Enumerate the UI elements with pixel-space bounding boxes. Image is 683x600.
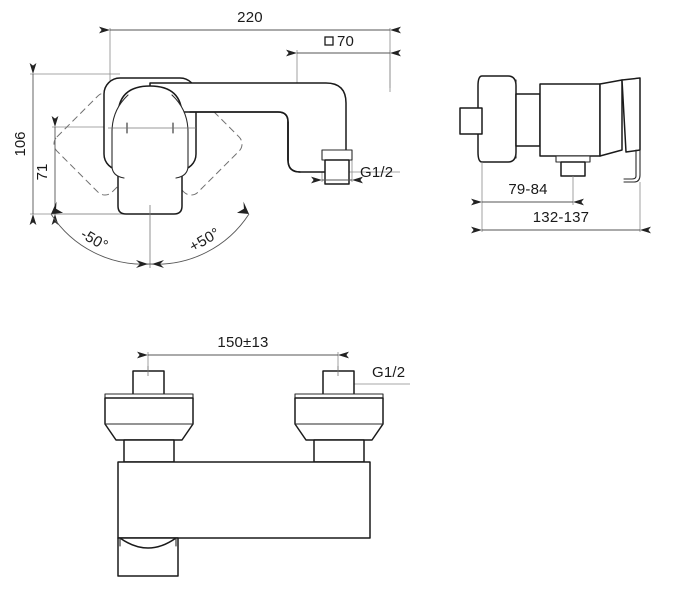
lever-handle-front <box>117 85 183 215</box>
cartridge-cap-side <box>599 79 623 157</box>
dimension-label-71: 71 <box>34 164 51 181</box>
outlet-housing-bottom <box>117 537 179 577</box>
dimension-total-depth-132-137: 132-137 <box>471 209 651 234</box>
front-view-group: 220 70 106 71 <box>12 9 401 268</box>
mixer-body-side <box>539 83 601 157</box>
dimension-spout-projection-70: 70 <box>286 33 401 57</box>
lever-handle-tail-inner <box>623 149 637 180</box>
dimension-label-g12-bottom: G1/2 <box>372 364 405 381</box>
dimension-body-depth-79-84: 79-84 <box>471 181 584 206</box>
arrow-arc-left <box>51 201 64 214</box>
arc-rotation-left <box>50 213 151 265</box>
eccentric-connector-left <box>104 397 194 441</box>
dimension-height-71: 71 <box>34 116 59 225</box>
dimension-label-220: 220 <box>237 9 263 26</box>
arc-rotation-right <box>149 213 250 265</box>
dimension-label-g12-front: G1/2 <box>360 164 393 181</box>
spout-arm-inner-edge <box>189 111 289 161</box>
mixer-body-bottom <box>117 461 371 539</box>
side-view-group: 79-84 132-137 <box>459 75 651 234</box>
bottom-extension-lines <box>147 352 410 385</box>
inlet-thread-left <box>132 370 165 396</box>
inlet-shank-right <box>313 439 365 463</box>
dimension-label-79-84: 79-84 <box>508 181 547 198</box>
dimension-outlet-thread-front: G1/2 <box>311 164 393 184</box>
arrow-center-left <box>136 260 148 268</box>
outlet-collar <box>321 149 353 161</box>
outlet-connector-front <box>321 149 353 185</box>
outlet-nipple-side <box>560 161 586 177</box>
handle-right-shade <box>171 94 189 179</box>
inlet-thread-right <box>322 370 355 396</box>
dimension-label-132-137: 132-137 <box>533 209 589 226</box>
dimension-label-angle-plus: +50° <box>187 225 223 256</box>
spout-block-edge <box>287 121 301 173</box>
arrow-arc-right <box>236 201 249 214</box>
body-neck-side <box>515 93 541 147</box>
inlet-assembly-right <box>294 366 384 463</box>
dimension-label-angle-minus: -50° <box>78 226 111 255</box>
inlet-shank-left <box>123 439 175 463</box>
lever-handle-side <box>621 77 641 153</box>
dimension-label-150: 150±13 <box>217 334 268 351</box>
handle-left-shade <box>111 94 129 179</box>
outlet-collar-side <box>555 155 591 163</box>
escutcheon-side <box>477 75 517 163</box>
outlet-curve-bottom <box>119 537 177 549</box>
arrow-center-right <box>152 260 164 268</box>
dimension-label-106: 106 <box>12 131 29 156</box>
bottom-view-group: 150±13 G1/2 <box>104 334 410 577</box>
inlet-assembly-left <box>104 366 194 463</box>
dimension-inlet-centres-150: 150±13 <box>137 334 349 359</box>
inlet-spigot-side <box>459 107 483 135</box>
outlet-connector-bottom <box>117 537 179 577</box>
outlet-connector-side <box>555 155 591 177</box>
dimension-height-106: 106 <box>12 63 37 225</box>
dimension-overall-length-220: 220 <box>99 9 401 34</box>
eccentric-connector-right <box>294 397 384 441</box>
square-symbol-icon <box>324 36 334 46</box>
dimension-label-70: 70 <box>337 33 354 50</box>
